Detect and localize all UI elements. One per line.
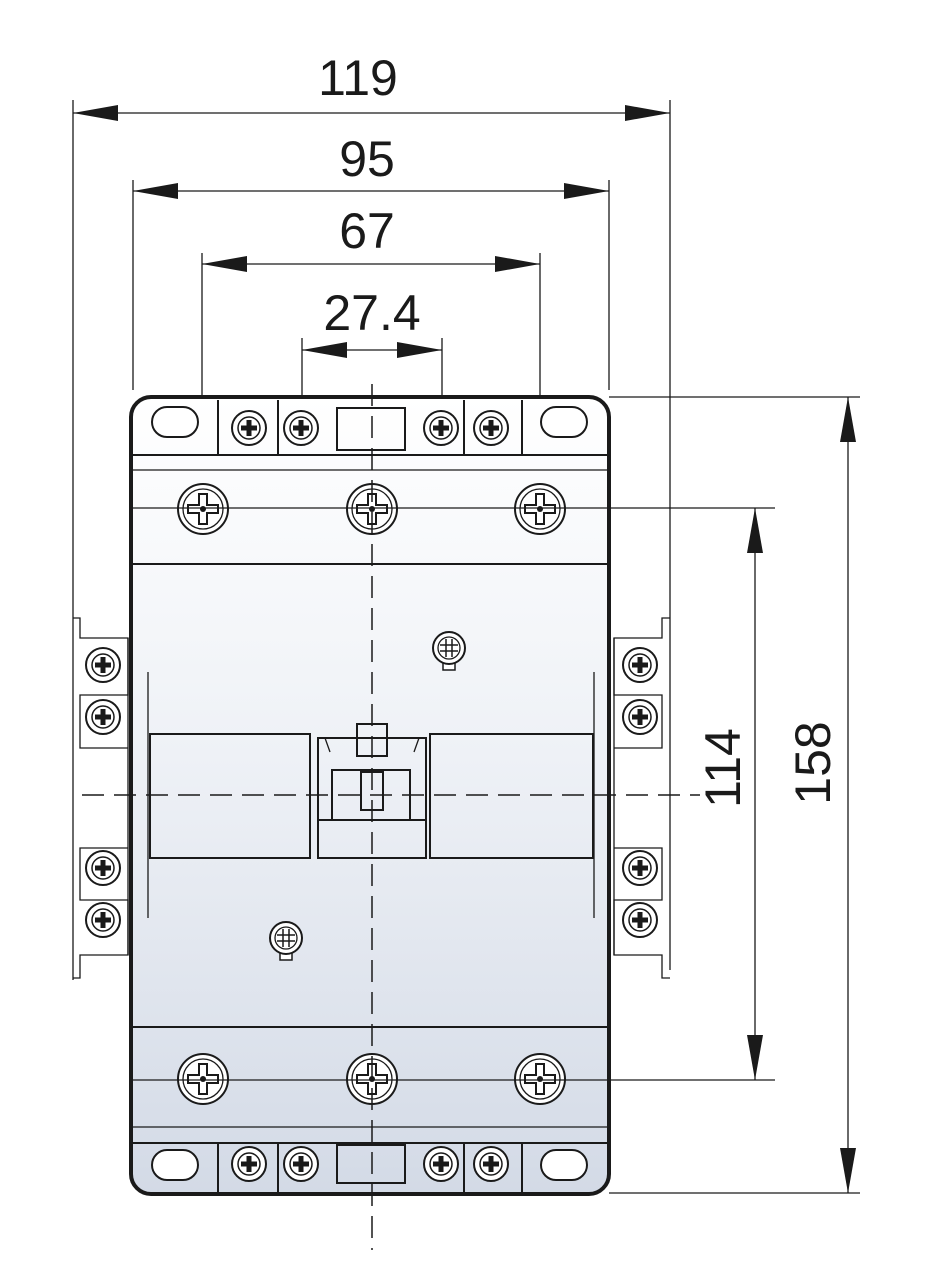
terminal-screw-icon — [283, 410, 319, 446]
dimension-label-114: 114 — [695, 728, 751, 808]
slot-top-right — [540, 406, 588, 438]
terminal-screw-icon — [283, 1146, 319, 1182]
slot-top-left — [151, 406, 199, 438]
dimension-158: 158 — [609, 396, 860, 1194]
mounting-screw-icon — [514, 483, 566, 535]
clip-screw-icon — [622, 902, 658, 938]
dimension-114: 114 — [695, 508, 763, 1080]
terminal-screw-icon — [423, 1146, 459, 1182]
mounting-screw-icon — [514, 1053, 566, 1105]
dimension-95: 95 — [132, 131, 610, 390]
clip-screw-icon — [85, 647, 121, 683]
slot-bottom-right — [540, 1149, 588, 1181]
dimension-label-158: 158 — [785, 721, 841, 804]
dimension-27-4: 27.4 — [301, 285, 443, 440]
clip-screw-icon — [622, 850, 658, 886]
right-rail-clip — [613, 617, 670, 979]
dimension-label-67: 67 — [339, 203, 395, 259]
clip-screw-icon — [622, 647, 658, 683]
clip-screw-icon — [622, 699, 658, 735]
dimension-label-95: 95 — [339, 131, 395, 187]
terminal-screw-icon — [423, 410, 459, 446]
slot-bottom-left — [151, 1149, 199, 1181]
clip-screw-icon — [85, 699, 121, 735]
dimension-label-119: 119 — [318, 50, 398, 106]
mounting-screw-icon — [177, 483, 229, 535]
mounting-screw-icon — [177, 1053, 229, 1105]
terminal-screw-icon — [473, 410, 509, 446]
clip-screw-icon — [85, 850, 121, 886]
left-rail-clip — [73, 617, 129, 979]
clip-screw-icon — [85, 902, 121, 938]
dimension-label-27-4: 27.4 — [323, 285, 420, 341]
terminal-screw-icon — [473, 1146, 509, 1182]
dimension-119: 119 — [72, 50, 671, 980]
terminal-screw-icon — [231, 410, 267, 446]
terminal-screw-icon — [231, 1146, 267, 1182]
